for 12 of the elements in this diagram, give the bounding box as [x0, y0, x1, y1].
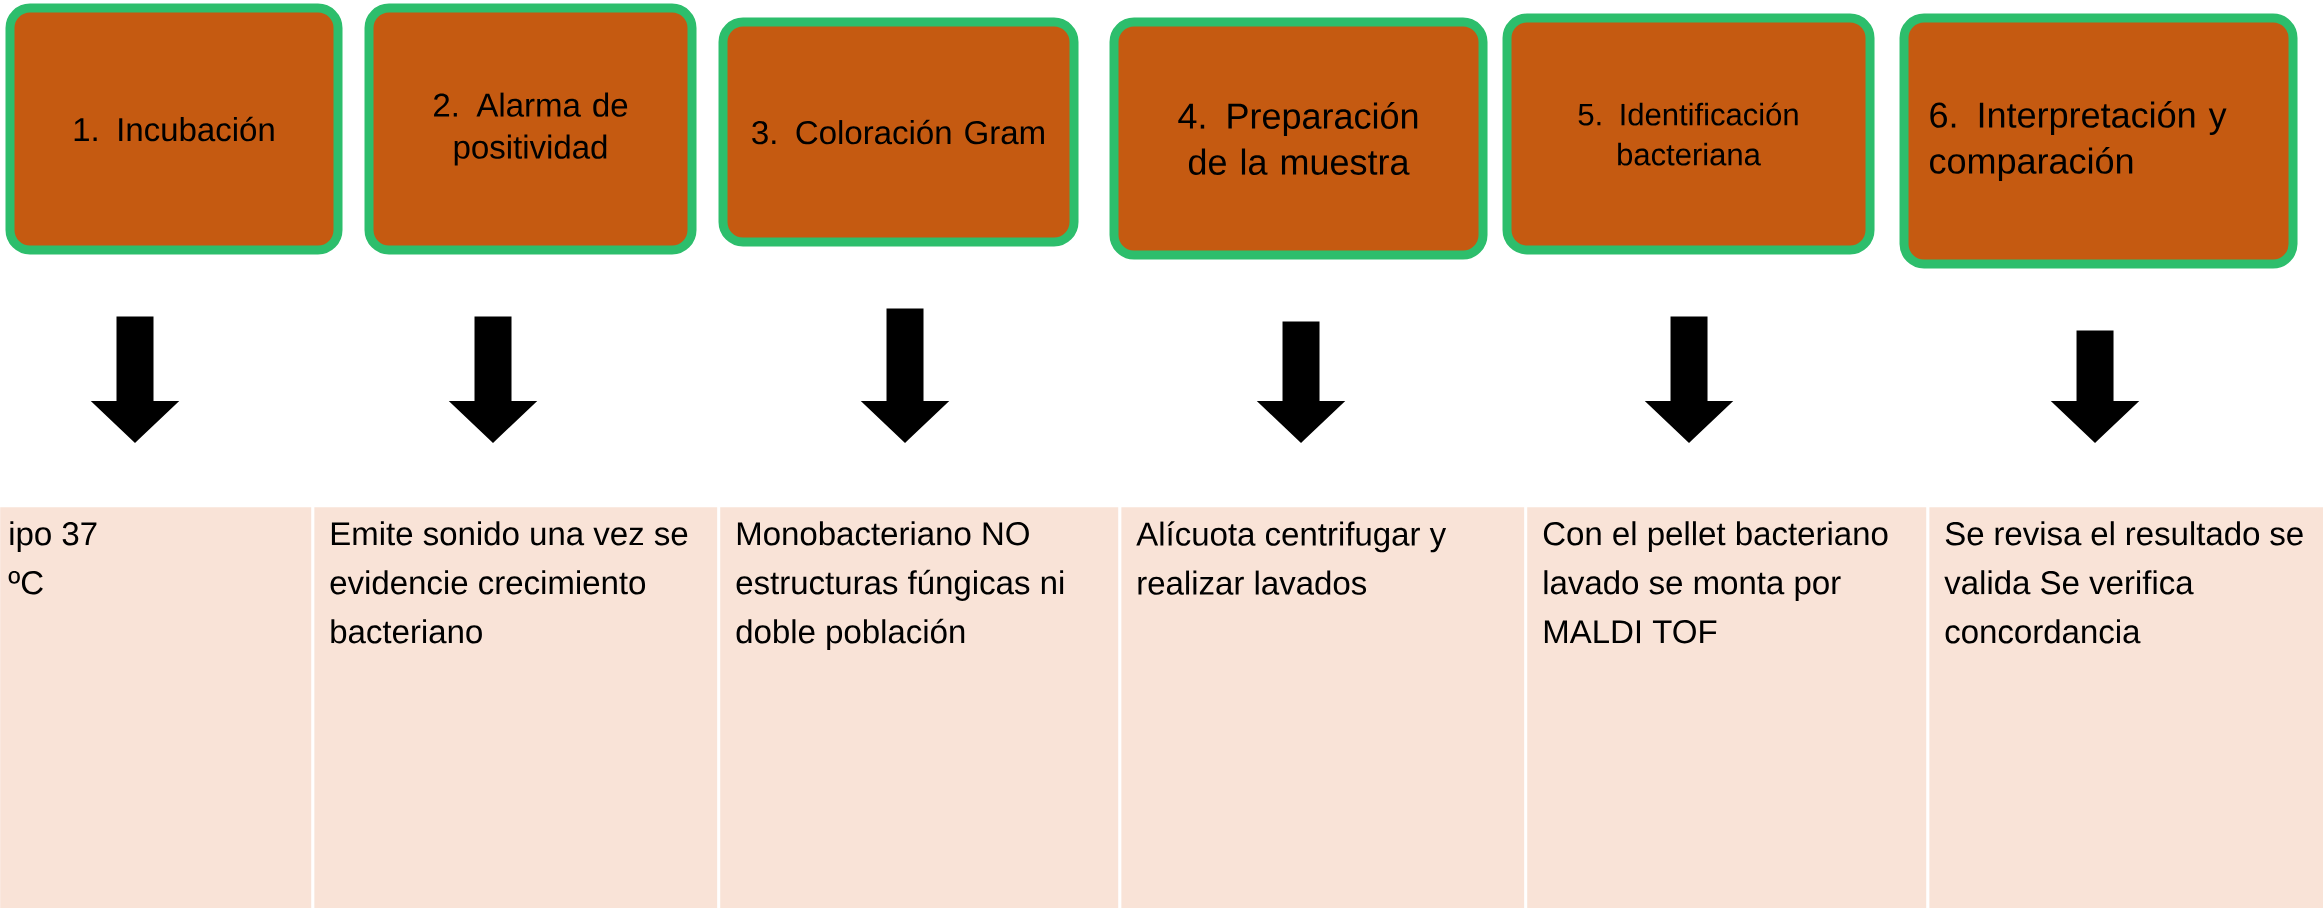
table-cell: Con el pellet bacteriano lavado se monta por MALDI TOF [1527, 507, 1927, 908]
process-box: 4. Preparación de la muestra [1109, 17, 1488, 260]
table-cell: Emite sonido una vez se evidencie crecimiento bacteriano [314, 507, 718, 908]
process-box: 2. Alarma de positividad [364, 3, 697, 255]
table-cell: Se revisa el resultado se valida Se verifica concordancia [1929, 507, 2323, 908]
process-box: 3. Coloración Gram [718, 17, 1079, 247]
process-box: 6. Interpretación y comparación [1899, 13, 2298, 269]
table-cell: Alícuota centrifugar y realizar lavados [1121, 507, 1525, 908]
process-box: 1. Incubación [5, 3, 343, 255]
table-cell: ipo 37 ºC [0, 507, 312, 908]
table-cell: Monobacteriano NO estructuras fúngicas ni doble población [720, 507, 1119, 908]
process-box: 5. Identificación bacteriana [1502, 13, 1875, 255]
